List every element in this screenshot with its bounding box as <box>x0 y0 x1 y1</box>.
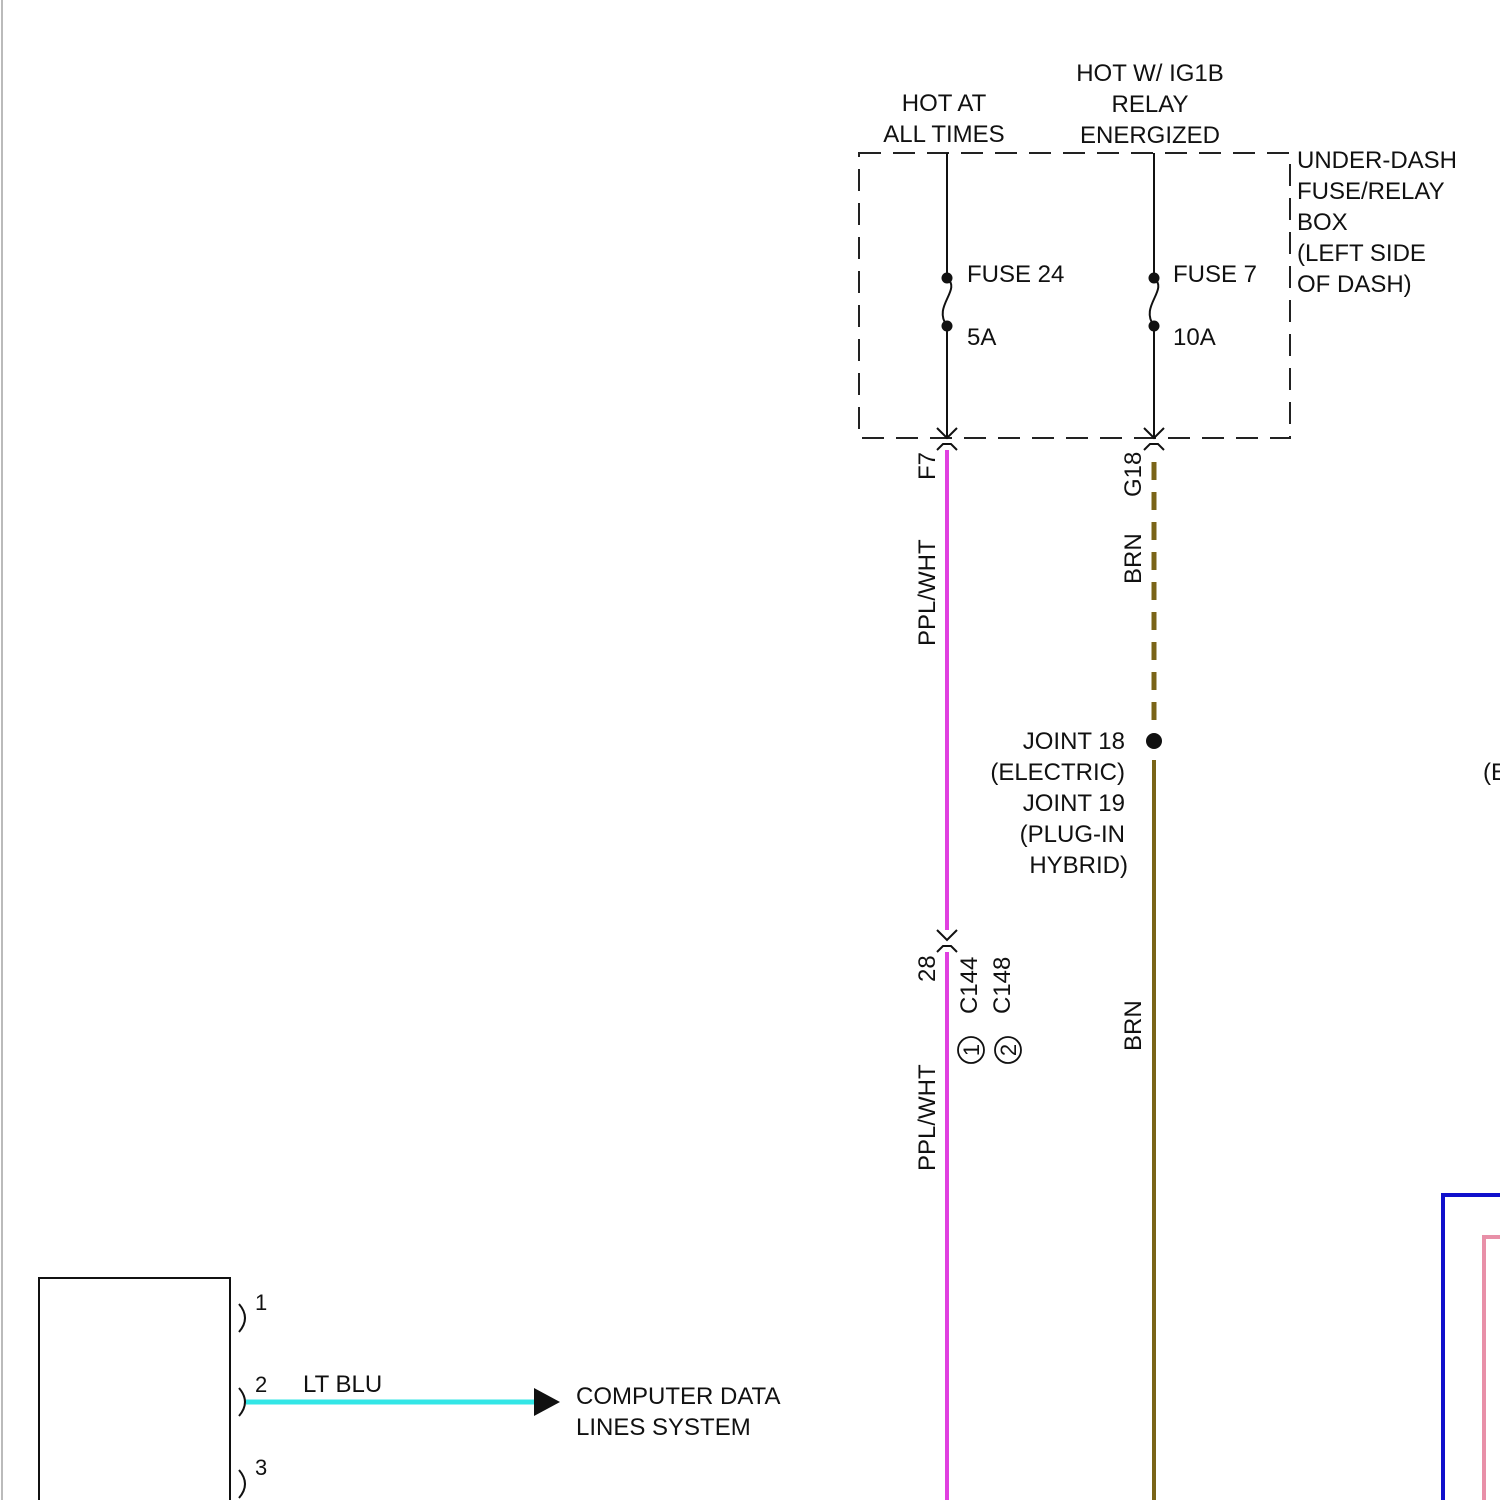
joint-label: JOINT 18 (ELECTRIC) JOINT 19 (PLUG-IN HY… <box>990 728 1128 879</box>
destination-line: COMPUTER DATA <box>576 1383 780 1410</box>
hot-at-all-times-label: HOT AT ALL TIMES <box>883 90 1004 148</box>
pin-connector <box>239 1304 245 1332</box>
wire-color-label: PPL/WHT <box>914 1064 941 1171</box>
wire-color-label: BRN <box>1120 1000 1147 1051</box>
fuse-box-label-line: OF DASH) <box>1297 271 1412 298</box>
fuse-element <box>943 278 952 326</box>
connector-c144-c148: 28 C144 C148 1 2 <box>914 955 1021 1063</box>
fuse-box-label-line: UNDER-DASH <box>1297 147 1457 174</box>
wire-color-label: LT BLU <box>303 1371 382 1398</box>
header-line: ALL TIMES <box>883 121 1004 148</box>
destination-line: LINES SYSTEM <box>576 1414 751 1441</box>
terminal-socket <box>1144 444 1164 450</box>
lt-blu-wire: LT BLU <box>246 1371 560 1416</box>
module-box: 1 2 3 <box>39 1278 267 1500</box>
fuse-element <box>1150 278 1159 326</box>
pin-connector <box>239 1470 245 1498</box>
cropped-label: (E <box>1483 759 1500 786</box>
joint-label-line: HYBRID) <box>1029 852 1128 879</box>
variant-number: 1 <box>959 1044 984 1056</box>
fuse-7: FUSE 7 10A G18 <box>1120 153 1257 497</box>
fuse-rating: 10A <box>1173 324 1216 351</box>
pin-label: F7 <box>914 452 941 480</box>
fuse-24: FUSE 24 5A F7 <box>914 153 1064 480</box>
fuse-box-outline <box>859 153 1290 438</box>
connector-socket <box>937 946 957 952</box>
fuse-box-label-line: BOX <box>1297 209 1348 236</box>
connector-pin-label: 28 <box>914 955 941 982</box>
connector-arrow <box>937 930 957 940</box>
joint-label-line: (ELECTRIC) <box>990 759 1125 786</box>
splice-joint <box>1146 733 1162 749</box>
fuse-box-label-line: (LEFT SIDE <box>1297 240 1426 267</box>
pin-label: G18 <box>1120 452 1147 497</box>
connector-name: C144 <box>956 957 983 1014</box>
connector-name: C148 <box>989 957 1016 1014</box>
pink-wire-frame <box>1484 1237 1500 1500</box>
module-pin-label: 2 <box>255 1372 267 1397</box>
joint-label-line: JOINT 18 <box>1023 728 1125 755</box>
header-line: RELAY <box>1112 91 1189 118</box>
module-pin-label: 3 <box>255 1455 267 1480</box>
variant-number: 2 <box>996 1044 1021 1056</box>
fuse-name: FUSE 24 <box>967 261 1064 288</box>
joint-label-line: JOINT 19 <box>1023 790 1125 817</box>
module-outline <box>39 1278 230 1500</box>
wire-color-label: BRN <box>1120 533 1147 584</box>
fuse-box-label-line: FUSE/RELAY <box>1297 178 1445 205</box>
header-line: HOT AT <box>902 90 987 117</box>
pin-connector <box>239 1388 245 1416</box>
wire-color-label: PPL/WHT <box>914 539 941 646</box>
joint-label-line: (PLUG-IN <box>1020 821 1125 848</box>
fuse-rating: 5A <box>967 324 996 351</box>
fuse-box-label: UNDER-DASH FUSE/RELAY BOX (LEFT SIDE OF … <box>1297 147 1457 298</box>
brn-wire: BRN BRN <box>1120 462 1162 1500</box>
terminal-socket <box>937 444 957 450</box>
fuse-name: FUSE 7 <box>1173 261 1257 288</box>
blue-wire-frame <box>1443 1195 1500 1500</box>
destination-arrow <box>534 1388 560 1416</box>
module-pin-label: 1 <box>255 1290 267 1315</box>
hot-ig1b-label: HOT W/ IG1B RELAY ENERGIZED <box>1076 60 1224 149</box>
header-line: HOT W/ IG1B <box>1076 60 1224 87</box>
destination-label: COMPUTER DATA LINES SYSTEM <box>576 1383 780 1441</box>
header-line: ENERGIZED <box>1080 122 1220 149</box>
